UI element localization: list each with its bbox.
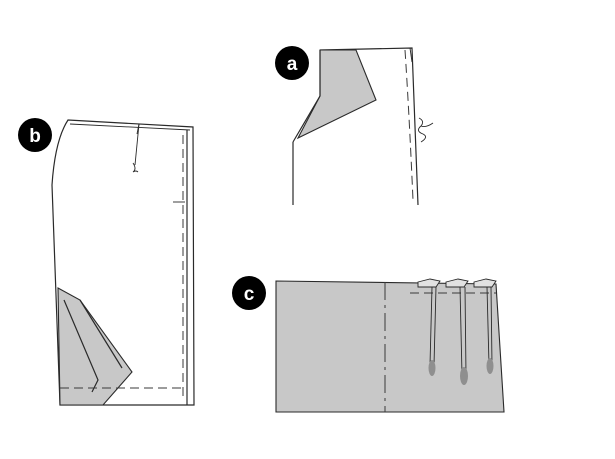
badge-b-label: b bbox=[29, 126, 41, 147]
panel-a-seam-line bbox=[404, 49, 414, 201]
panel-c-dart-1 bbox=[428, 286, 437, 376]
panel-b-dart-line bbox=[134, 123, 140, 166]
panel-a-thread-tail bbox=[420, 122, 434, 128]
panel-a-slope-edge bbox=[292, 95, 321, 143]
panel-c-dart-3 bbox=[486, 286, 494, 374]
panel-b-vent-facing bbox=[57, 287, 133, 406]
panel-a-thread-mark bbox=[418, 117, 426, 143]
badge-a-label: a bbox=[287, 54, 298, 75]
panel-b-inner-top bbox=[69, 123, 191, 131]
panel-a: a bbox=[275, 46, 434, 206]
panel-c-pleat-tab-3 bbox=[473, 278, 497, 288]
badge-b bbox=[18, 118, 52, 152]
panel-a-folded-facing bbox=[296, 49, 377, 140]
badge-a bbox=[275, 46, 309, 80]
panel-c: c bbox=[232, 276, 505, 413]
panel-c-pleat-tab-1 bbox=[417, 278, 441, 288]
panel-c-fabric bbox=[275, 280, 505, 413]
panel-c-dart-2 bbox=[459, 286, 468, 385]
panel-b-dart-notch bbox=[136, 123, 140, 135]
badge-c-label: c bbox=[244, 284, 255, 305]
badge-c bbox=[232, 276, 266, 310]
panel-b: b bbox=[18, 118, 195, 406]
panel-a-right-edge bbox=[319, 47, 419, 206]
panel-b-dart-tip bbox=[132, 162, 139, 173]
panel-b-vent-inner bbox=[79, 299, 123, 369]
panel-c-pleat-tab-2 bbox=[445, 278, 469, 288]
panel-a-notch bbox=[409, 47, 413, 63]
panel-b-outline bbox=[51, 119, 195, 406]
